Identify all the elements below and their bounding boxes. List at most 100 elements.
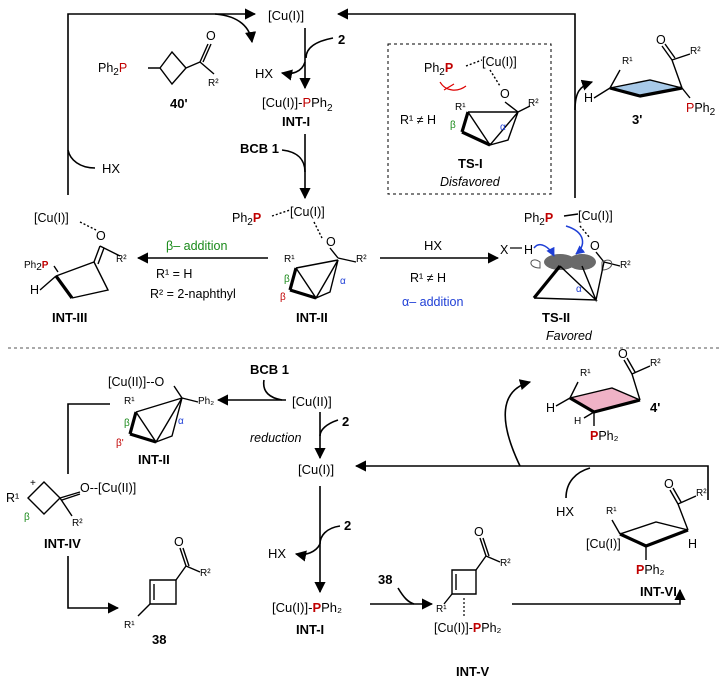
svg-text:R²: R² (500, 558, 511, 569)
svg-text:R²: R² (356, 254, 367, 265)
svg-text:O: O (96, 229, 106, 243)
ts1-structure: Ph2P [Cu(I)] O R¹ R¹ ≠ H R² β α (400, 55, 539, 147)
arrow-38-in (397, 587, 415, 605)
cycle-frame-right (336, 8, 576, 198)
hx-bottom: HX (268, 546, 286, 561)
svg-text:H: H (546, 401, 555, 415)
svg-text:R²: R² (696, 488, 707, 499)
arrow-to-3 (574, 79, 594, 111)
svg-text:R²: R² (116, 254, 127, 265)
svg-text:H: H (524, 243, 533, 257)
compound-4-structure: R¹ H O R² H PPh₂ (546, 347, 661, 443)
int4-structure: R¹ + O--[Cu(II)] R² β (6, 478, 136, 529)
int3-structure: [Cu(I)] O Ph2P H R² (24, 211, 127, 299)
svg-text:β: β (450, 120, 456, 131)
svg-text:PPh2: PPh2 (686, 101, 716, 118)
reduction-label: reduction (250, 431, 301, 445)
svg-text:α: α (340, 276, 346, 287)
compound-38-reagent: 38 (378, 572, 392, 587)
svg-text:Ph2P: Ph2P (524, 211, 553, 228)
svg-text:R¹: R¹ (124, 396, 135, 407)
arrow-int6-cu1 (354, 460, 709, 500)
svg-text:O: O (656, 33, 666, 47)
r1-neq-h-mid: R¹ ≠ H (410, 271, 446, 285)
svg-text:H: H (574, 416, 581, 427)
svg-text:R¹: R¹ (606, 506, 617, 517)
svg-text:O: O (590, 239, 600, 253)
svg-text:Ph2P: Ph2P (232, 211, 261, 228)
ts2-label: TS-II (542, 310, 570, 325)
connector-int2-int4 (67, 403, 110, 474)
svg-text:R²: R² (650, 358, 661, 369)
hx-mid: HX (424, 238, 442, 253)
alpha-addition-label: α– addition (402, 295, 463, 309)
svg-text:R¹ ≠ H: R¹ ≠ H (400, 113, 436, 127)
int6-structure: R¹ [Cu(I)] O R² H PPh₂ (586, 477, 707, 577)
compound-40-structure: Ph2P O R² 40' (98, 29, 219, 111)
compound-4-label: 4' (650, 400, 660, 415)
svg-text:[Cu(II)]--O: [Cu(II)]--O (108, 375, 165, 389)
int2-label-bottom: INT-II (138, 452, 170, 467)
compound-38-structure: O R² R¹ (124, 535, 211, 631)
svg-text:β: β (280, 292, 286, 303)
svg-text:R²: R² (620, 260, 631, 271)
svg-text:R¹: R¹ (455, 102, 466, 113)
int4-label: INT-IV (44, 536, 81, 551)
int2-bottom-structure: [Cu(II)]--O Ph₂ R¹ β β' α (108, 375, 214, 449)
svg-text:R¹: R¹ (580, 368, 591, 379)
arrow-to-4 (504, 379, 532, 467)
svg-text:H: H (584, 91, 593, 105)
compound-40-label: 40' (170, 96, 188, 111)
svg-text:X: X (500, 243, 509, 257)
r1-eq-h: R¹ = H (156, 267, 192, 281)
svg-text:O: O (474, 525, 484, 539)
svg-text:α: α (576, 284, 582, 295)
arrow-int5-int6 (512, 588, 686, 605)
ts1-disfavored: Disfavored (440, 175, 501, 189)
svg-text:R²: R² (208, 78, 219, 89)
svg-text:R¹: R¹ (124, 620, 135, 631)
svg-text:PPh₂: PPh₂ (590, 429, 619, 443)
arrow-hx-out (280, 61, 306, 81)
reagent-2-bottom-b: 2 (344, 518, 351, 533)
cycle-frame-left (67, 8, 257, 195)
cu2-catalyst: [Cu(II)] (292, 394, 332, 409)
int2-top-structure: Ph2P [Cu(I)] O R² R¹ β β α (232, 205, 367, 303)
svg-text:[Cu(I)]: [Cu(I)] (586, 537, 621, 551)
svg-text:β': β' (116, 438, 124, 449)
int1-label-bottom: INT-I (296, 622, 324, 637)
compound-3-label: 3' (632, 112, 642, 127)
reagent-2-top: 2 (338, 32, 345, 47)
arrow-bcb1-bottom (262, 379, 283, 401)
compound-3-structure: R¹ H O R² PPh2 (584, 33, 716, 118)
ts1-label: TS-I (458, 156, 483, 171)
svg-text:[Cu(I)]: [Cu(I)] (34, 211, 69, 225)
svg-text:R²: R² (72, 518, 83, 529)
ts2-structure: Ph2P [Cu(I)] O R² X H α (500, 209, 631, 303)
int2-label-top: INT-II (296, 310, 328, 325)
svg-text:[Cu(I)]: [Cu(I)] (578, 209, 613, 223)
cu1-top: [Cu(I)] (268, 8, 304, 23)
bcb1-bottom: BCB 1 (250, 362, 289, 377)
arrow-hx-bottom (294, 543, 321, 562)
arrow-reagent2-bottom-b (319, 525, 341, 545)
svg-text:O: O (664, 477, 674, 491)
int6-label: INT-VI (640, 584, 677, 599)
svg-text:R¹: R¹ (622, 56, 633, 67)
hx-left: HX (102, 161, 120, 176)
svg-text:Ph2P: Ph2P (424, 61, 453, 78)
svg-text:O: O (326, 235, 336, 249)
svg-text:O: O (174, 535, 184, 549)
svg-text:[Cu(I)]: [Cu(I)] (290, 205, 325, 219)
svg-text:+: + (30, 478, 36, 489)
svg-text:H: H (30, 283, 39, 297)
compound-38-label: 38 (152, 632, 166, 647)
svg-text:[Cu(I)]: [Cu(I)] (482, 55, 517, 69)
hx-int6: HX (556, 504, 574, 519)
svg-text:R²: R² (528, 98, 539, 109)
svg-text:R¹: R¹ (6, 491, 19, 505)
svg-text:Ph₂: Ph₂ (198, 396, 214, 407)
svg-text:R²: R² (690, 46, 701, 57)
svg-text:β: β (24, 512, 30, 523)
